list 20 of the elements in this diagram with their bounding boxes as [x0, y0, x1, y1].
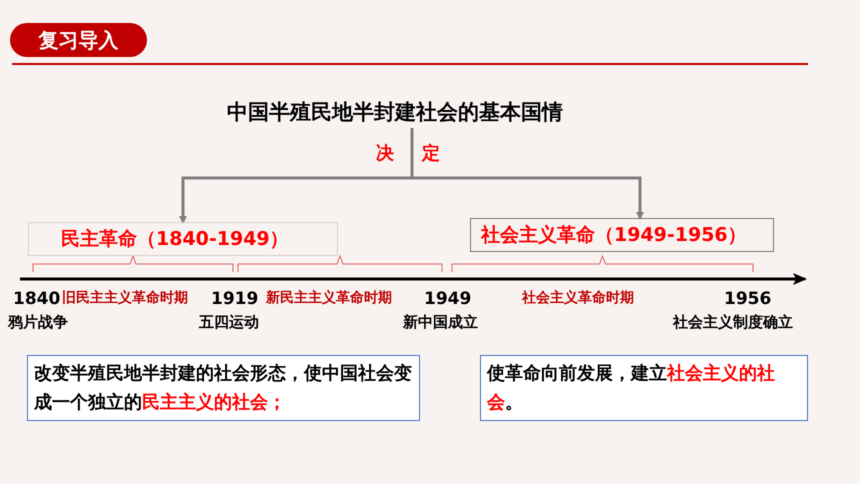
period-label: 社会主义革命时期 [522, 289, 634, 307]
arrow [410, 128, 644, 220]
event-label: 社会主义制度确立 [673, 313, 793, 332]
event-label: 鸦片战争 [8, 313, 68, 332]
year-label: 1919 [211, 289, 258, 309]
event-label: 五四运动 [199, 313, 259, 332]
description-box: 使革命向前发展，建立社会主义的社会。 [480, 355, 808, 421]
year-label: 1949 [424, 289, 472, 309]
period-box: 民主革命（1840-1949） [28, 222, 338, 256]
decision-label: 定 [422, 142, 440, 165]
year-label: 1840 [13, 289, 60, 309]
header-pill: 复习导入 [10, 23, 147, 57]
period-label: 旧民主主义革命时期 [62, 289, 188, 307]
period-box: 社会主义革命（1949-1956） [470, 218, 774, 252]
year-label: 1956 [724, 289, 772, 309]
description-box: 改变半殖民地半封建的社会形态，使中国社会变成一个独立的民主主义的社会； [27, 355, 420, 421]
decision-label: 决 [376, 142, 394, 165]
heading-text: 中国半殖民地半封建社会的基本国情 [180, 98, 610, 126]
event-label: 新中国成立 [403, 313, 478, 332]
period-label: 新民主主义革命时期 [266, 289, 392, 307]
